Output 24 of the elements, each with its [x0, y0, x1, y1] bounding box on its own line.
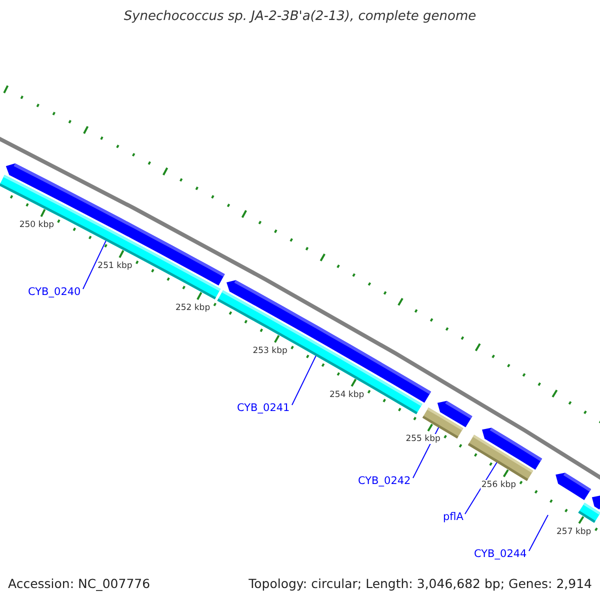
scale-label: 256 kbp	[480, 480, 518, 490]
scale-label: 251 kbp	[96, 261, 134, 272]
gene-bar	[482, 428, 542, 470]
scale-label: 255 kbp	[404, 434, 442, 444]
gene-bar	[592, 495, 600, 510]
leader-line	[292, 355, 316, 406]
accession-text: Accession: NC_007776	[8, 576, 150, 591]
scale-label: 252 kbp	[174, 303, 212, 314]
scale-label: 250 kbp	[18, 220, 55, 230]
gene-label: CYB_0240	[28, 286, 81, 298]
scale-label: 254 kbp	[328, 390, 366, 400]
gene-label: CYB_0241	[237, 402, 290, 414]
gene-bar	[437, 400, 472, 428]
leader-line	[464, 462, 498, 514]
gene-label: CYB_0242	[358, 475, 411, 487]
title: Synechococcus sp. JA-2-3B'a(2-13), complete genome	[124, 9, 476, 24]
scale-label: 257 kbp	[556, 526, 592, 537]
gene-label: CYB_0244	[474, 548, 527, 560]
leader-line	[528, 514, 548, 552]
gene-label: pflA	[443, 511, 464, 523]
leader-line	[82, 240, 106, 290]
gene-bar	[556, 472, 592, 500]
genome-summary-text: Topology: circular; Length: 3,046,682 bp; Genes: 2,914	[248, 576, 592, 591]
scale-label: 253 kbp	[252, 346, 288, 356]
